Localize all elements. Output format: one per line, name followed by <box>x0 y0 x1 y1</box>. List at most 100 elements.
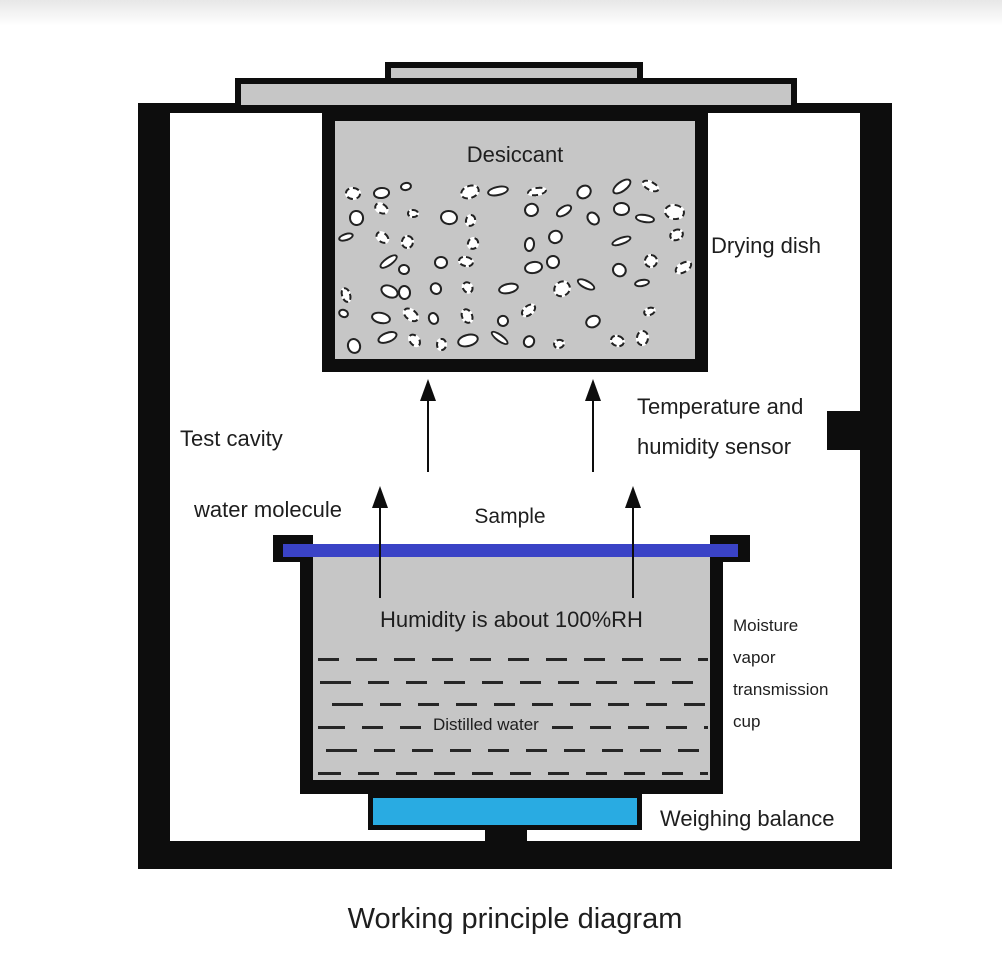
desiccant-granule <box>336 231 356 245</box>
desiccant-granule <box>456 254 475 269</box>
chamber-lid <box>235 78 797 111</box>
desiccant-granule <box>438 208 458 226</box>
desiccant-granule <box>397 284 412 302</box>
vapor-up-arrow-icon <box>372 486 388 598</box>
desiccant-granule <box>634 212 656 225</box>
moisture-cup-label-line3: transmission <box>733 680 829 699</box>
weighing-balance-pedestal <box>485 828 527 848</box>
desiccant-granule <box>633 277 651 289</box>
desiccant-granule <box>464 234 482 252</box>
desiccant-granule <box>458 181 482 202</box>
humidity-label: Humidity is about 100%RH <box>380 607 643 632</box>
vapor-up-arrow-icon <box>625 486 641 598</box>
water-dash-line <box>318 703 708 706</box>
vapor-up-arrow-icon <box>420 379 436 472</box>
arrow-head-icon <box>585 379 601 401</box>
desiccant-granule <box>463 213 478 229</box>
desiccant-granule <box>458 306 477 326</box>
desiccant-granule <box>575 275 598 293</box>
desiccant-granules <box>336 175 695 356</box>
distilled-water-label: Distilled water <box>428 715 544 735</box>
desiccant-granule <box>404 330 423 350</box>
diagram-title: Working principle diagram <box>347 903 683 935</box>
weighing-balance-platform <box>368 793 642 830</box>
desiccant-granule <box>406 208 419 218</box>
desiccant-granule <box>497 280 520 297</box>
moisture-cup-label-line1: Moisture <box>733 616 799 635</box>
desiccant-granule <box>608 332 627 349</box>
desiccant-granule <box>662 203 687 222</box>
drying-dish <box>322 108 708 372</box>
desiccant-label: Desiccant <box>466 142 564 167</box>
top-fade-band <box>0 0 1002 26</box>
desiccant-granule <box>348 209 365 227</box>
arrow-head-icon <box>372 486 388 508</box>
desiccant-granule <box>545 227 565 248</box>
desiccant-granule <box>573 181 595 202</box>
desiccant-granule <box>552 337 566 351</box>
chamber-right-wall <box>860 103 892 869</box>
moisture-cup-label-line2: vapor <box>733 648 776 667</box>
desiccant-granule <box>400 304 423 326</box>
desiccant-granule <box>526 185 548 198</box>
moisture-vapor-transmission-cup <box>300 556 723 794</box>
water-dash-line <box>318 681 708 684</box>
desiccant-granule <box>338 285 353 304</box>
desiccant-granule <box>376 328 400 347</box>
desiccant-granule <box>495 312 512 329</box>
desiccant-granule <box>399 180 413 193</box>
desiccant-granule <box>550 277 574 300</box>
desiccant-granule <box>641 304 658 318</box>
desiccant-granule <box>522 259 544 276</box>
arrow-shaft <box>378 508 382 598</box>
arrow-shaft <box>591 401 595 472</box>
temperature-sensor-label-line2: humidity sensor <box>637 434 792 459</box>
water-dash-line <box>318 772 708 775</box>
drying-dish-label: Drying dish <box>711 233 822 258</box>
desiccant-granule <box>372 199 391 217</box>
desiccant-granule <box>336 307 351 321</box>
desiccant-granule <box>488 328 512 349</box>
desiccant-granule <box>522 201 541 220</box>
temperature-sensor-label-line1: Temperature and <box>637 394 804 419</box>
desiccant-granule <box>610 233 633 249</box>
desiccant-granule <box>397 263 411 276</box>
desiccant-bed <box>335 121 695 359</box>
desiccant-granule <box>369 309 393 326</box>
desiccant-granule <box>553 202 574 220</box>
water-molecule-label: water molecule <box>194 497 342 522</box>
water-dash-line <box>318 658 708 661</box>
desiccant-granule <box>425 310 441 327</box>
desiccant-granule <box>455 330 481 350</box>
desiccant-granule <box>372 186 392 200</box>
desiccant-granule <box>459 279 476 296</box>
desiccant-granule <box>640 177 662 196</box>
desiccant-granule <box>486 183 510 199</box>
test-cavity-label: Test cavity <box>180 426 283 451</box>
desiccant-granule <box>399 233 415 250</box>
desiccant-granule <box>373 228 392 247</box>
desiccant-granule <box>672 258 695 278</box>
sample-label: Sample <box>474 505 546 528</box>
desiccant-granule <box>641 252 659 270</box>
desiccant-granule <box>612 202 630 216</box>
desiccant-granule <box>583 312 604 332</box>
desiccant-granule <box>523 235 536 253</box>
desiccant-granule <box>667 226 686 244</box>
desiccant-granule <box>435 337 447 352</box>
moisture-cup-label-line4: cup <box>733 712 761 731</box>
desiccant-granule <box>609 175 634 198</box>
weighing-balance-label: Weighing balance <box>660 806 835 831</box>
water-dash-line <box>318 749 708 752</box>
sample-membrane <box>283 544 738 557</box>
temperature-humidity-sensor <box>827 411 861 450</box>
arrow-shaft <box>631 508 635 598</box>
arrow-shaft <box>426 401 430 472</box>
desiccant-granule <box>518 301 539 321</box>
desiccant-granule <box>345 336 363 356</box>
chamber-left-wall <box>138 103 170 869</box>
arrow-head-icon <box>625 486 641 508</box>
desiccant-granule <box>609 259 630 280</box>
desiccant-granule <box>635 329 650 346</box>
